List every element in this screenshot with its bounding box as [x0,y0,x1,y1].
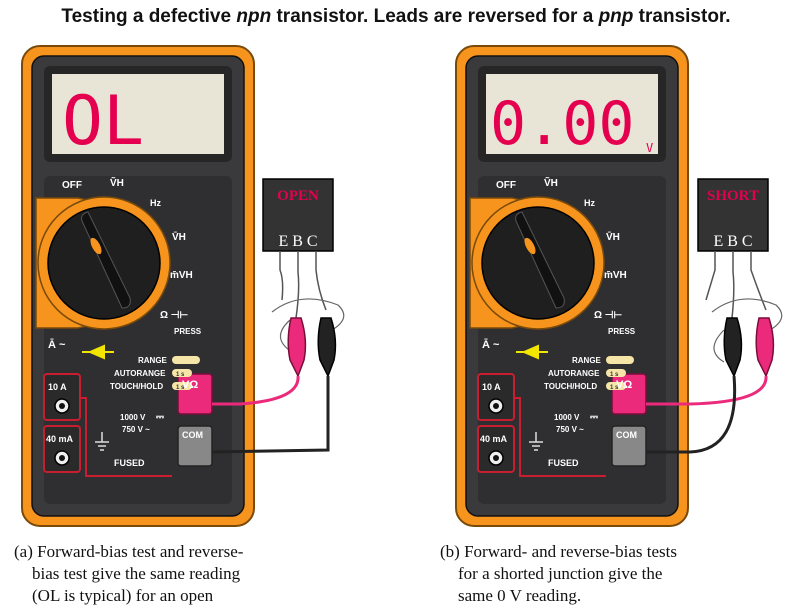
caption-a-line1: (a) Forward-bias test and reverse- [14,542,244,561]
badge-touchhold-b: 1 s [610,385,619,391]
label-autorange-b: AUTORANGE [548,369,600,378]
label-vh-top-b: ṼH [544,176,558,189]
badge-autorange-b: 1 s [610,372,619,378]
label-touchhold-b: TOUCH/HOLD [544,382,597,391]
label-com-b: COM [616,430,637,440]
transistor-pins-a: E B C [278,233,317,250]
caption-b-line2: for a shorted junction give the [458,564,663,583]
transistor-pins-b: E B C [713,233,752,250]
transistor-a: OPEN E B C [262,178,345,353]
label-autorange-a: AUTORANGE [114,369,166,378]
caption-a: (a) Forward-bias test and reverse- bias … [14,541,354,607]
label-fused-a: FUSED [114,458,145,468]
label-dc-a: ⎓ [156,412,164,423]
label-mv-b: m̄VH [604,270,627,281]
multimeter-b: 0.00 V OFF ṼH Hz V̄H m̄VH Ω ⊣⊢ PRESS Ā ~… [455,45,689,527]
label-off-b: OFF [496,180,516,191]
label-diode-ac-b: Ā ~ [482,339,500,351]
caption-b-line3: same 0 V reading. [458,586,582,605]
label-dc-b: ⎓ [590,412,598,423]
label-range-b: RANGE [572,356,602,365]
label-hz-b: Hz [584,198,595,208]
label-40ma-a: 40 mA [46,434,74,444]
label-mv-a: m̄VH [170,270,193,281]
label-com-a: COM [182,430,203,440]
label-10a-a: 10 A [48,382,67,392]
caption-b: (b) Forward- and reverse-bias tests for … [440,541,780,607]
label-vohm-b: VΩ [616,379,632,391]
label-vdc-b: V̄H [606,231,620,243]
label-vh-top-a: ṼH [110,176,124,189]
badge-autorange-a: 1 s [176,372,185,378]
badge-touchhold-a: 1 s [176,385,185,391]
label-40ma-b: 40 mA [480,434,508,444]
lcd-display-a: OL [62,82,144,161]
transistor-label-a: OPEN [277,188,319,204]
caption-a-line2: bias test give the same reading [32,564,241,583]
label-750v-a: 750 V ~ [122,425,150,434]
label-ohm-a: Ω ⊣⊢ [160,310,189,321]
label-750v-b: 750 V ~ [556,425,584,434]
label-press-a: PRESS [174,327,202,336]
label-10a-b: 10 A [482,382,501,392]
caption-a-line3: (OL is typical) for an open [32,586,214,605]
probes-b [646,317,775,454]
label-diode-ac-a: Ā ~ [48,339,66,351]
label-hz-a: Hz [150,198,161,208]
page-title: Testing a defective npn transistor. Lead… [61,6,731,27]
label-ohm-b: Ω ⊣⊢ [594,310,623,321]
multimeter-a: OL OFF ṼH Hz V̄H m̄VH Ω ⊣⊢ PRESS Ā ~ RAN… [21,45,255,527]
lcd-unit-b: V [646,141,653,155]
transistor-label-b: SHORT [707,188,759,204]
probes-a [211,317,337,454]
label-press-b: PRESS [608,327,636,336]
label-touchhold-a: TOUCH/HOLD [110,382,163,391]
label-1000v-a: 1000 V [120,413,146,422]
label-off-a: OFF [62,180,82,191]
label-fused-b: FUSED [548,458,579,468]
caption-b-line1: (b) Forward- and reverse-bias tests [440,542,677,561]
label-vohm-a: VΩ [182,379,198,391]
label-range-a: RANGE [138,356,168,365]
label-vdc-a: V̄H [172,231,186,243]
transistor-b: SHORT E B C [697,178,783,363]
label-1000v-b: 1000 V [554,413,580,422]
lcd-display-b: 0.00 [490,89,635,159]
